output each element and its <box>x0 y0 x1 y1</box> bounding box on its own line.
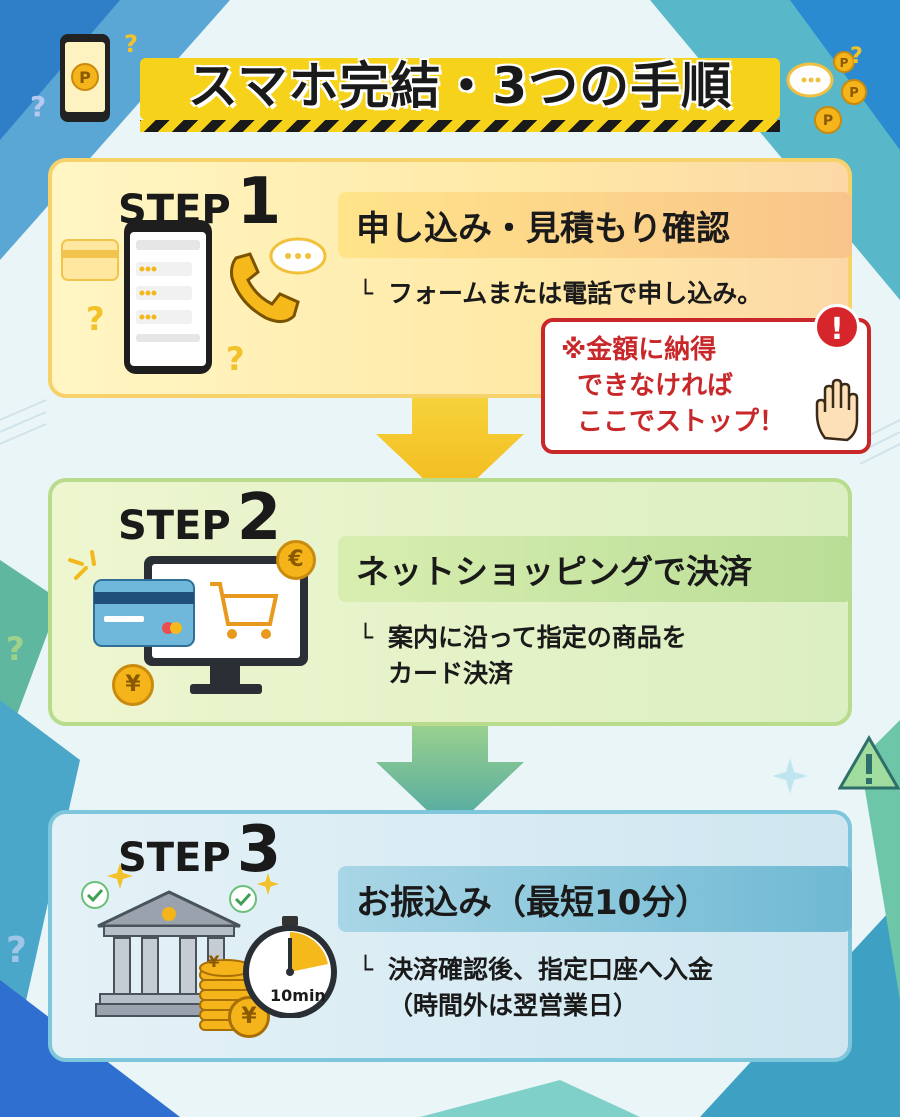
step-2-title: ネットショッピングで決済 <box>338 536 852 602</box>
warning-line2: できなければ <box>577 371 734 401</box>
step-3-desc-line2: （時間外は翌営業日） <box>388 991 639 1020</box>
question-mark-icon: ? <box>30 90 47 123</box>
coins-chat-icon: P P P <box>786 51 867 134</box>
sparkle-icon <box>107 863 133 889</box>
stop-hand-icon <box>815 378 859 442</box>
step-2-desc-line1: 案内に沿って指定の商品を <box>388 623 687 652</box>
credit-card-icon <box>93 579 195 647</box>
question-mark-icon: ? <box>226 340 245 378</box>
hook-mark: └ <box>358 955 374 984</box>
question-mark-icon: ? <box>6 930 27 971</box>
timer-label: 10min <box>270 986 326 1005</box>
step-number: 3 <box>236 813 282 887</box>
arrow-down-icon <box>376 378 524 504</box>
step-word: STEP <box>118 835 231 881</box>
title-hazard-stripe <box>140 120 780 132</box>
credit-card-icon <box>61 239 119 281</box>
smartphone-coin-icon: P <box>60 34 110 122</box>
page-title: スマホ完結・3つの手順 <box>187 57 733 115</box>
question-mark-icon: ? <box>850 44 863 69</box>
question-mark-icon: ? <box>124 30 138 58</box>
step-1-description: └ フォームまたは電話で申し込み。 <box>358 276 762 312</box>
step-3-desc-line1: 決済確認後、指定口座へ入金 <box>388 955 714 984</box>
warning-triangle-icon <box>838 735 900 790</box>
sparkle-icon <box>256 872 280 896</box>
title-bar <box>140 58 780 120</box>
step-2-label: STEP2 <box>118 486 281 550</box>
hook-mark: └ <box>358 279 374 308</box>
step-3-label: STEP3 <box>118 818 281 882</box>
yen-coin-icon: ¥ <box>208 952 220 971</box>
step-3-description: └ 決済確認後、指定口座へ入金 （時間外は翌営業日） <box>358 952 713 1024</box>
svg-text:P: P <box>849 86 859 101</box>
step-1-title: 申し込み・見積もり確認 <box>338 192 852 258</box>
phone-call-icon <box>230 252 300 323</box>
svg-text:P: P <box>823 113 833 129</box>
step-word: STEP <box>118 503 231 549</box>
sparkle-lines-icon <box>68 550 96 580</box>
sparkle-icon <box>772 758 808 794</box>
euro-coin-icon: € <box>276 540 316 580</box>
stopwatch-icon <box>243 916 337 1018</box>
question-mark-icon: ? <box>86 300 105 338</box>
step-3-title: お振込み（最短10分） <box>338 866 852 932</box>
warning-line1: ※金額に納得 <box>561 335 717 365</box>
smartphone-reviews-icon <box>124 220 212 374</box>
warning-box: ※金額に納得 できなければ ここでストップ！ <box>541 318 871 454</box>
chat-bubble-icon <box>269 237 327 275</box>
yen-coin-icon: ¥ <box>112 664 154 706</box>
step-number: 1 <box>236 165 282 239</box>
question-mark-icon: ? <box>6 630 25 668</box>
page-title-banner: スマホ完結・3つの手順 <box>140 40 780 132</box>
hook-mark: └ <box>358 623 374 652</box>
warning-text: ※金額に納得 できなければ ここでストップ！ <box>561 332 785 440</box>
warning-line3: ここでストップ！ <box>577 407 786 437</box>
yen-coin-icon: ¥ <box>228 996 270 1038</box>
svg-text:P: P <box>840 56 849 70</box>
step-number: 2 <box>236 481 282 555</box>
checkmark-icon <box>81 881 109 909</box>
checkmark-icon <box>229 885 257 913</box>
step-2-description: └ 案内に沿って指定の商品を カード決済 <box>358 620 687 692</box>
step-1-desc-line1: フォームまたは電話で申し込み。 <box>388 279 763 308</box>
svg-text:P: P <box>79 68 91 87</box>
arrow-down-icon <box>376 706 524 832</box>
step-2-desc-line2: カード決済 <box>388 659 514 688</box>
alert-icon: ! <box>814 304 860 350</box>
